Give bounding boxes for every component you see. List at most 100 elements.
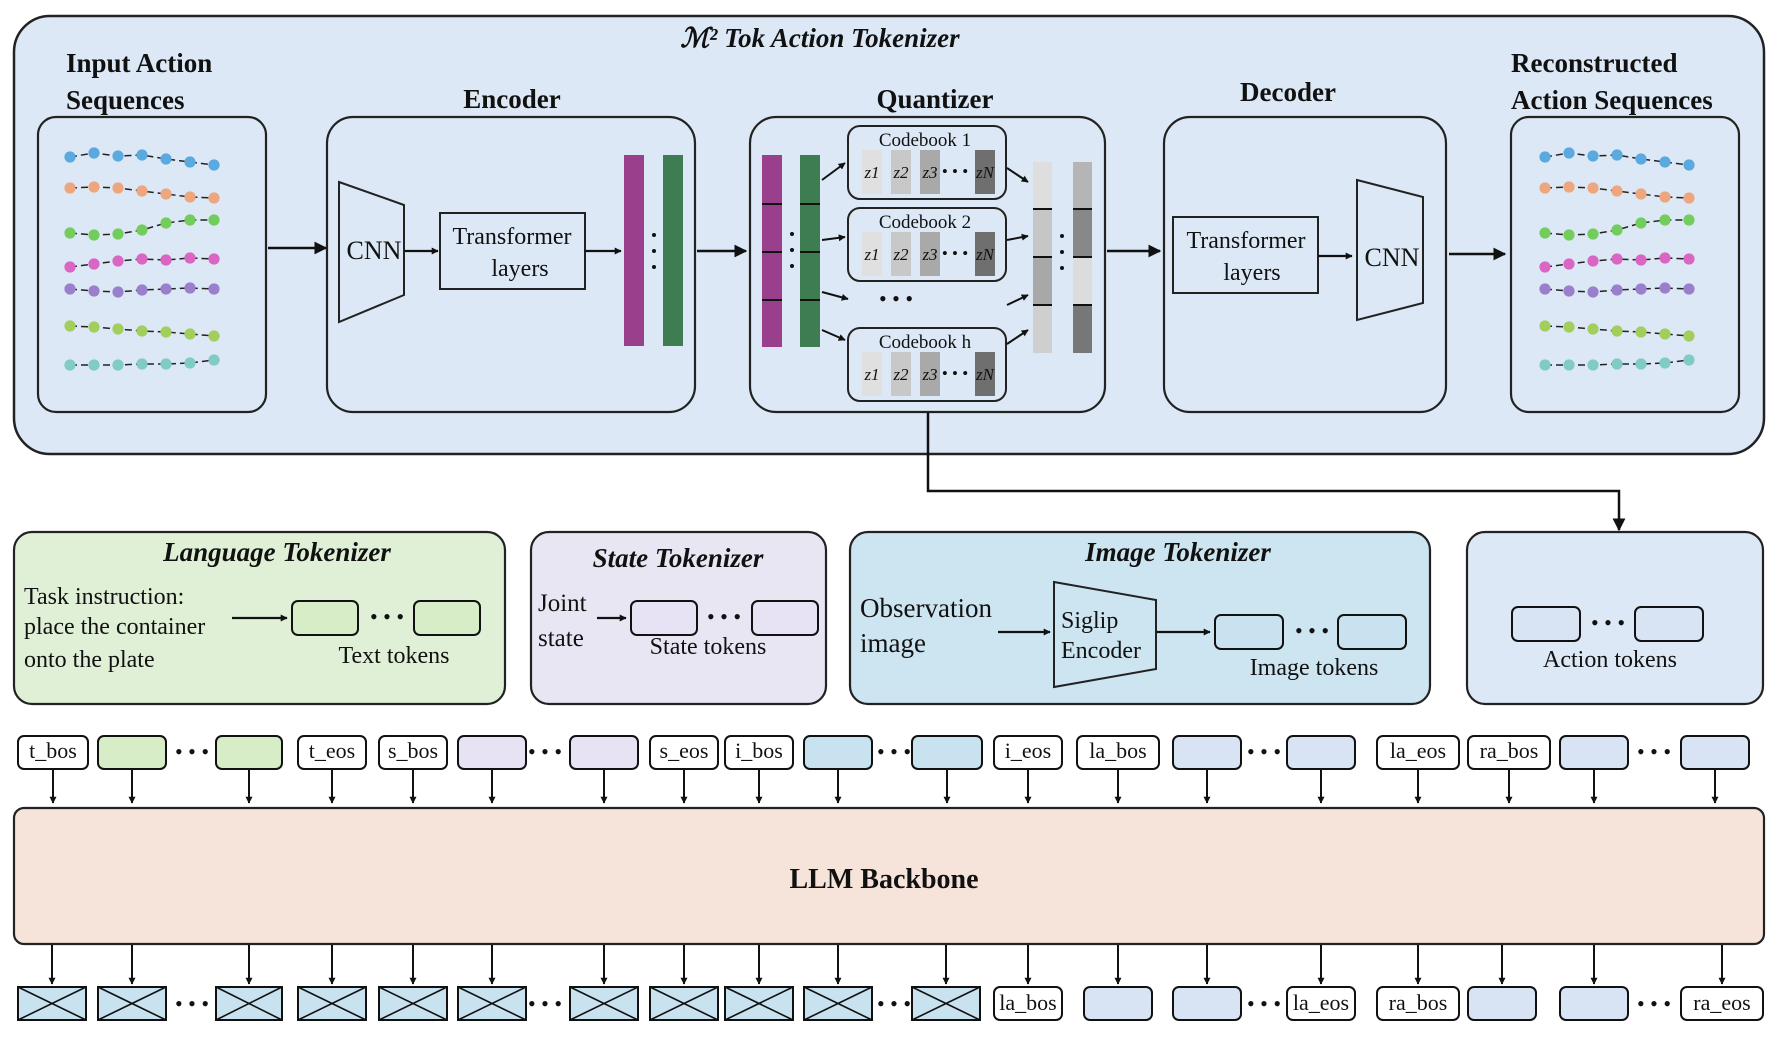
code-vector (891, 352, 911, 396)
output-title-line2: Action Sequences (1511, 85, 1713, 115)
svg-text:• • •: • • • (1247, 991, 1281, 1016)
trajectory-point (1635, 283, 1647, 295)
encoder-feature-bar-green (663, 155, 683, 346)
masked-token (724, 945, 794, 1021)
special-token: la_eos (1376, 735, 1460, 804)
svg-text:• • •: • • • (942, 364, 968, 383)
trajectory-point (1611, 325, 1623, 337)
svg-text:• • •: • • • (1591, 610, 1625, 635)
code-label: z2 (892, 245, 909, 264)
action-tokenizer-title: ℳ² Tok Action Tokenizer (680, 23, 960, 53)
image-input-line2: image (860, 628, 926, 658)
svg-text:• • •: • • • (528, 739, 562, 764)
image-input-line1: Observation (860, 593, 992, 623)
siglip-encoder-line2: Encoder (1061, 638, 1141, 664)
code-label: z2 (892, 365, 909, 384)
masked-token (649, 945, 719, 1021)
state-tokens-label: State tokens (650, 634, 767, 660)
svg-text:• • •: • • • (175, 991, 209, 1016)
trajectory-point (64, 359, 76, 371)
trajectory-point (208, 283, 220, 295)
trajectory-point (1635, 254, 1647, 266)
svg-text:• • •: • • • (1637, 991, 1671, 1016)
trajectory-point (1683, 283, 1695, 295)
special-token: la_bos (1076, 735, 1160, 804)
code-vector (975, 232, 995, 276)
token-box (1559, 945, 1629, 1021)
language-tokenizer-panel: Language Tokenizer Task instruction: pla… (12, 530, 507, 706)
action-tokens-label: Action tokens (1543, 647, 1677, 673)
code-label: zN (975, 365, 996, 384)
trajectory-point (1611, 149, 1623, 161)
decoder-transformer-line2: layers (1223, 260, 1280, 286)
trajectory-point (1563, 258, 1575, 270)
image-token-box (1337, 614, 1407, 650)
special-token: la_eos (1286, 945, 1356, 1021)
language-input-line1: Task instruction: (24, 584, 184, 610)
state-input-line1: Joint (538, 590, 587, 617)
trajectory-point (208, 159, 220, 171)
codebook-title: Codebook h (879, 332, 972, 353)
masked-token (17, 945, 87, 1021)
language-input-line2: place the container (24, 614, 205, 640)
trajectory-point (1635, 358, 1647, 370)
trajectory-point (208, 214, 220, 226)
trajectory-point (1587, 359, 1599, 371)
trajectory-point (88, 258, 100, 270)
trajectory-point (208, 330, 220, 342)
trajectory-point (88, 359, 100, 371)
trajectory-point (1587, 255, 1599, 267)
code-vector (975, 150, 995, 194)
codebook-title: Codebook 1 (879, 130, 971, 151)
trajectory-point (1563, 359, 1575, 371)
trajectory-point (136, 224, 148, 236)
trajectory-point (1587, 150, 1599, 162)
text-tokens-label: Text tokens (339, 643, 450, 669)
code-label: z1 (863, 365, 879, 384)
masked-token (911, 945, 981, 1021)
special-token: t_eos (297, 735, 367, 804)
svg-text:• • •: • • • (1295, 618, 1329, 643)
token-box (803, 735, 873, 804)
trajectory-point (184, 328, 196, 340)
svg-text:• • •: • • • (942, 162, 968, 181)
trajectory-point (1539, 261, 1551, 273)
trajectory-point (160, 217, 172, 229)
trajectory-point (160, 358, 172, 370)
token-box (1467, 945, 1537, 1021)
encoder-box (325, 115, 697, 414)
code-vector (862, 232, 882, 276)
special-token: s_eos (649, 735, 719, 804)
token-box (97, 735, 167, 804)
trajectory-point (1539, 227, 1551, 239)
code-label: z2 (892, 163, 909, 182)
trajectory-point (112, 286, 124, 298)
trajectory-point (1611, 185, 1623, 197)
trajectory-point (88, 181, 100, 193)
special-token-label: t_eos (309, 738, 355, 763)
code-label: z1 (863, 163, 879, 182)
reconstructed-sequences-box (1509, 115, 1741, 414)
trajectory-point (1563, 229, 1575, 241)
trajectory-point (64, 227, 76, 239)
encoder-transformer-line1: Transformer (452, 224, 571, 250)
trajectory-point (64, 261, 76, 273)
token-box (1083, 945, 1153, 1021)
masked-token (97, 945, 167, 1021)
trajectory-point (136, 325, 148, 337)
trajectory-point (1659, 191, 1671, 203)
special-token-label: la_eos (1293, 990, 1349, 1015)
decoder-cnn-shape (1356, 178, 1424, 322)
trajectory-point (1587, 323, 1599, 335)
trajectory-point (1563, 181, 1575, 193)
special-token-label: i_eos (1005, 738, 1051, 763)
input-trajectories (64, 147, 220, 371)
image-tokenizer-title: Image Tokenizer (1084, 537, 1271, 567)
quantizer-to-action-connector (926, 413, 1626, 532)
trajectory-point (1563, 147, 1575, 159)
trajectory-point (1683, 214, 1695, 226)
trajectory-point (1683, 253, 1695, 265)
trajectory-point (88, 321, 100, 333)
